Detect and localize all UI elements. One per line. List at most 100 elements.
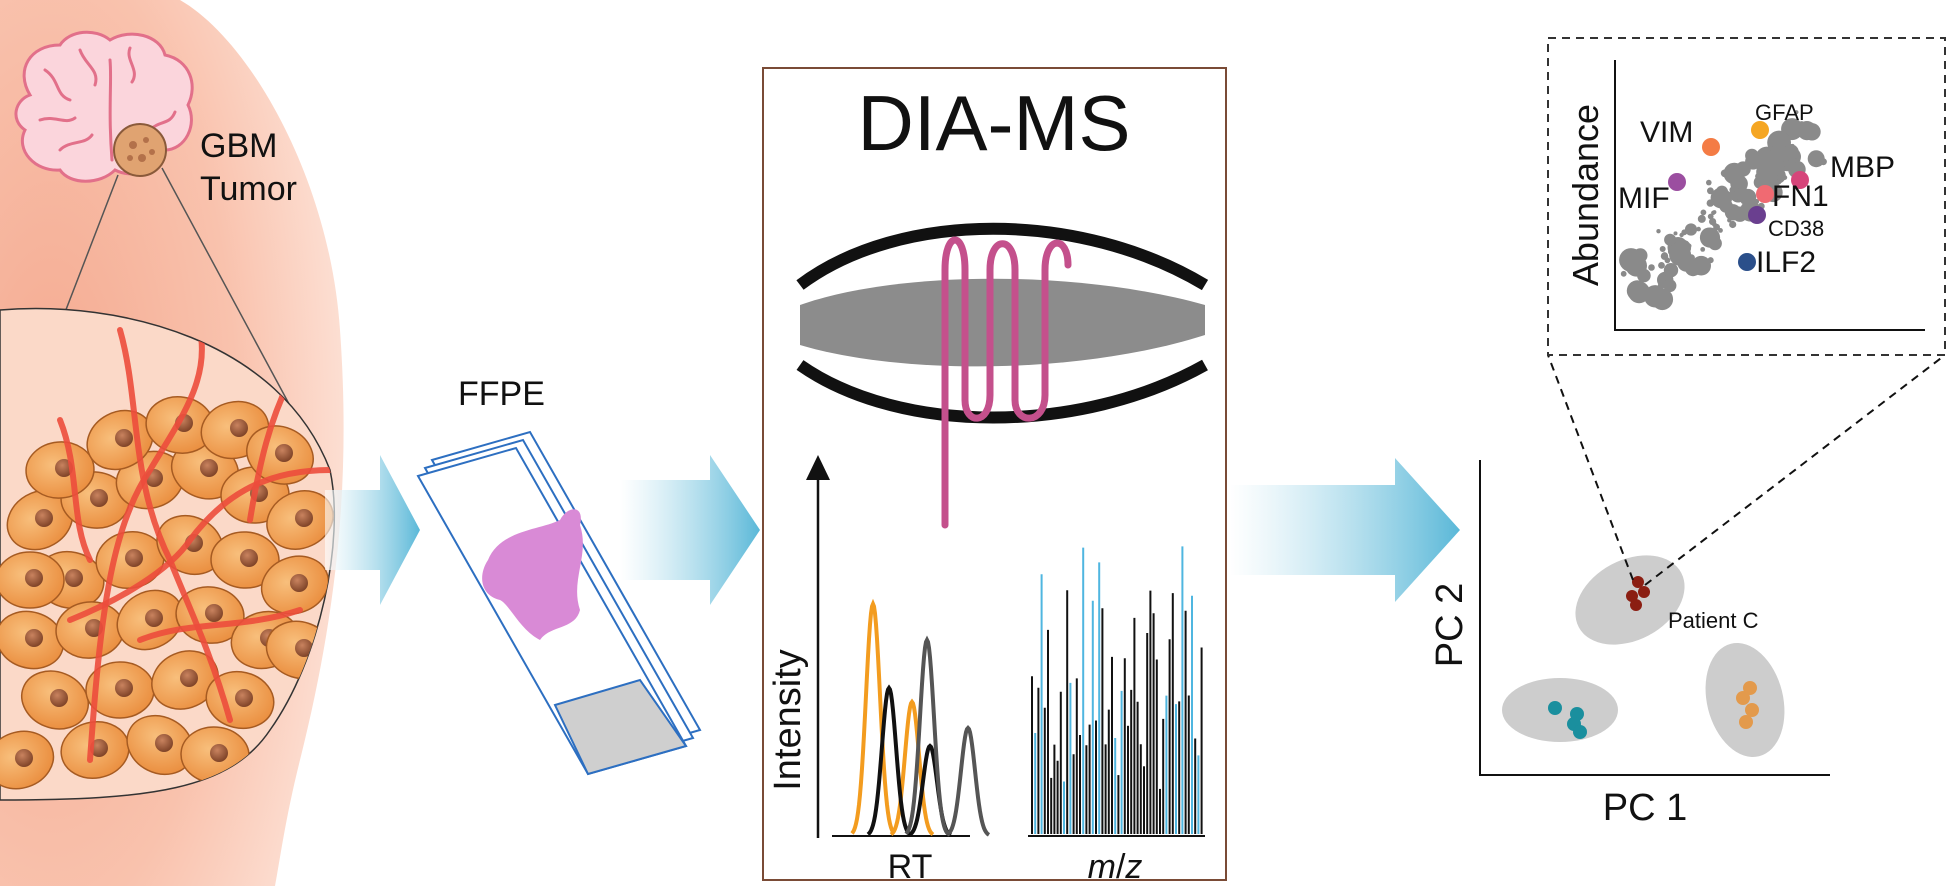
inset-gray-point bbox=[1658, 293, 1665, 301]
cell-nucleus bbox=[25, 629, 43, 647]
chromatogram-peak-gray bbox=[945, 725, 991, 837]
inset-gray-point bbox=[1656, 229, 1661, 234]
cell-nucleus bbox=[35, 509, 53, 527]
inset-gray-point bbox=[1637, 268, 1651, 283]
rt-label: RT bbox=[888, 848, 933, 886]
mz-label: m/z bbox=[1088, 848, 1143, 886]
blood-vessel bbox=[137, 607, 303, 643]
inset-gray-points bbox=[1619, 110, 1827, 311]
inset-gray-point bbox=[1648, 264, 1655, 271]
inset-gray-point bbox=[1663, 263, 1679, 278]
protein-dot-cd38 bbox=[1748, 206, 1766, 224]
inset-gray-point bbox=[1712, 210, 1717, 215]
ion-trajectory bbox=[941, 236, 1072, 529]
pc1-label: PC 1 bbox=[1603, 787, 1687, 829]
protein-dot-gfap bbox=[1751, 121, 1769, 139]
cell-nucleus bbox=[115, 429, 133, 447]
cell-nucleus bbox=[240, 549, 258, 567]
inset-gray-point bbox=[1664, 257, 1671, 264]
inset-axes bbox=[1614, 60, 1925, 331]
cell-nucleus bbox=[145, 609, 163, 627]
cell-nucleus bbox=[85, 619, 103, 637]
mz-label-m: m bbox=[1088, 848, 1116, 886]
cell-nucleus bbox=[25, 569, 43, 587]
inset-gray-point bbox=[1620, 270, 1627, 277]
inset-gray-point bbox=[1723, 162, 1746, 185]
inset-gray-point bbox=[1691, 255, 1711, 276]
inset-gray-point bbox=[1798, 121, 1806, 129]
cell-nucleus bbox=[65, 569, 83, 587]
tumor-cells bbox=[0, 327, 335, 790]
cell-nucleus bbox=[205, 604, 223, 622]
chromatogram-peak-orange bbox=[850, 598, 896, 835]
inset-gray-point bbox=[1745, 148, 1759, 163]
inset-gray-point bbox=[1746, 164, 1752, 170]
cell-nucleus bbox=[275, 444, 293, 462]
intensity-axis-arrow bbox=[806, 455, 830, 480]
arrow-3 bbox=[1230, 458, 1460, 602]
inset-gray-point bbox=[1664, 233, 1677, 246]
inset-gray-point bbox=[1788, 143, 1794, 150]
electrode-bottom bbox=[796, 359, 1208, 424]
protein-label-vim: VIM bbox=[1640, 116, 1693, 149]
cell-nucleus bbox=[155, 734, 173, 752]
inset-gray-point bbox=[1713, 223, 1720, 231]
cell-nucleus bbox=[115, 679, 133, 697]
cell-nucleus bbox=[235, 689, 253, 707]
slide-label-area bbox=[553, 678, 688, 776]
inset-gray-point bbox=[1681, 229, 1688, 236]
protein-dot-mbp bbox=[1791, 171, 1809, 189]
cell-nucleus bbox=[15, 749, 33, 767]
zoom-line-left bbox=[61, 174, 119, 321]
protein-label-ilf2: ILF2 bbox=[1756, 246, 1816, 279]
inset-gray-point bbox=[1707, 257, 1714, 264]
protein-label-cd38: CD38 bbox=[1768, 216, 1824, 241]
blood-vessel bbox=[87, 327, 205, 763]
inset-gray-point bbox=[1700, 247, 1706, 252]
inset-gray-point bbox=[1727, 218, 1732, 223]
blood-vessel bbox=[67, 467, 333, 623]
protein-label-mbp: MBP bbox=[1830, 151, 1895, 184]
abundance-label: Abundance bbox=[1565, 104, 1606, 286]
inset-gray-point bbox=[1729, 186, 1736, 193]
inset-gray-point bbox=[1696, 226, 1701, 232]
protein-dot-ilf2 bbox=[1738, 253, 1756, 271]
tissue-sample bbox=[482, 509, 583, 640]
chromatogram bbox=[850, 598, 991, 837]
inset-gray-point bbox=[1684, 223, 1698, 236]
inset-gray-point bbox=[1673, 231, 1678, 236]
patient-c-label: Patient C bbox=[1668, 608, 1759, 633]
arrow-2 bbox=[620, 455, 760, 605]
pca-panel: PC 1 PC 2 Patient C bbox=[1429, 354, 1946, 829]
inset-gray-point bbox=[1708, 236, 1722, 251]
zoom-dash-left bbox=[1547, 354, 1634, 581]
inset-gray-point bbox=[1794, 110, 1799, 115]
inset-gray-point bbox=[1658, 262, 1665, 269]
intensity-label: Intensity bbox=[767, 649, 809, 791]
mz-label-z: z bbox=[1124, 848, 1142, 886]
inset-gray-point bbox=[1706, 179, 1712, 186]
dia-ms-title: DIA-MS bbox=[858, 79, 1131, 167]
inset-gray-point bbox=[1663, 279, 1677, 293]
flow-arrows bbox=[325, 455, 1460, 605]
cell-nucleus bbox=[125, 549, 143, 567]
cell-nucleus bbox=[180, 669, 198, 687]
pc2-label: PC 2 bbox=[1429, 583, 1471, 667]
chromatogram-peak-gray bbox=[904, 635, 950, 836]
inset-gray-point bbox=[1707, 187, 1714, 195]
protein-label-gfap: GFAP bbox=[1755, 100, 1814, 125]
head-panel: GBM Tumor bbox=[0, 0, 344, 886]
inset-gray-point bbox=[1739, 188, 1757, 206]
cell-nucleus bbox=[50, 689, 68, 707]
cell-nucleus bbox=[230, 419, 248, 437]
inset-gray-point bbox=[1732, 206, 1748, 222]
ffpe-label: FFPE bbox=[458, 375, 545, 413]
protein-label-mif: MIF bbox=[1618, 182, 1670, 215]
protein-label-fn1: FN1 bbox=[1772, 180, 1829, 213]
inset-gray-point bbox=[1697, 214, 1706, 223]
protein-dot-vim bbox=[1702, 138, 1720, 156]
tumor-label-line2: Tumor bbox=[200, 170, 297, 208]
chromatogram-peak-black bbox=[866, 684, 912, 836]
points-teal bbox=[1548, 701, 1587, 739]
